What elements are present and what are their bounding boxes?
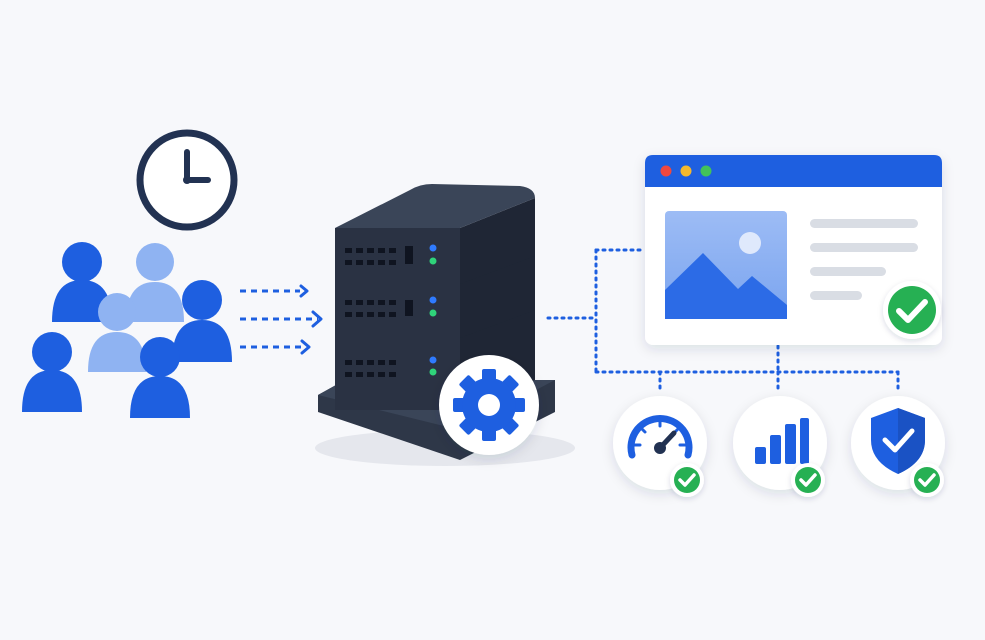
gear-glyph: [453, 369, 525, 441]
clock-icon: [136, 129, 238, 231]
shield-card: [851, 396, 945, 497]
image-placeholder-icon: [665, 211, 787, 319]
bar-chart-card: [733, 396, 827, 497]
user-figure: [88, 293, 146, 372]
user-figure: [130, 337, 190, 418]
browser-title-bar: [645, 155, 942, 187]
connector-lines: [546, 248, 900, 394]
user-figure: [126, 243, 184, 322]
check-circle-icon: [670, 463, 704, 497]
check-circle-icon: [910, 463, 944, 497]
request-arrows: [240, 289, 318, 349]
window-maximize-dot: [700, 165, 712, 177]
browser-window-icon: [645, 155, 942, 345]
user-figure: [22, 332, 82, 412]
user-figure: [52, 242, 112, 322]
bar-chart-icon: [755, 418, 809, 464]
user-figure: [172, 280, 232, 362]
speedometer-icon: [627, 414, 693, 459]
speedometer-card: [613, 396, 707, 497]
window-close-dot: [660, 165, 672, 177]
check-circle-icon: [883, 281, 941, 339]
server-unit: [335, 184, 535, 284]
user-group-icon: [22, 242, 232, 418]
window-minimize-dot: [680, 165, 692, 177]
check-circle-icon: [791, 463, 825, 497]
arrow-head: [299, 284, 323, 355]
content-text-lines: [810, 219, 918, 300]
shield-check-icon: [871, 408, 925, 474]
